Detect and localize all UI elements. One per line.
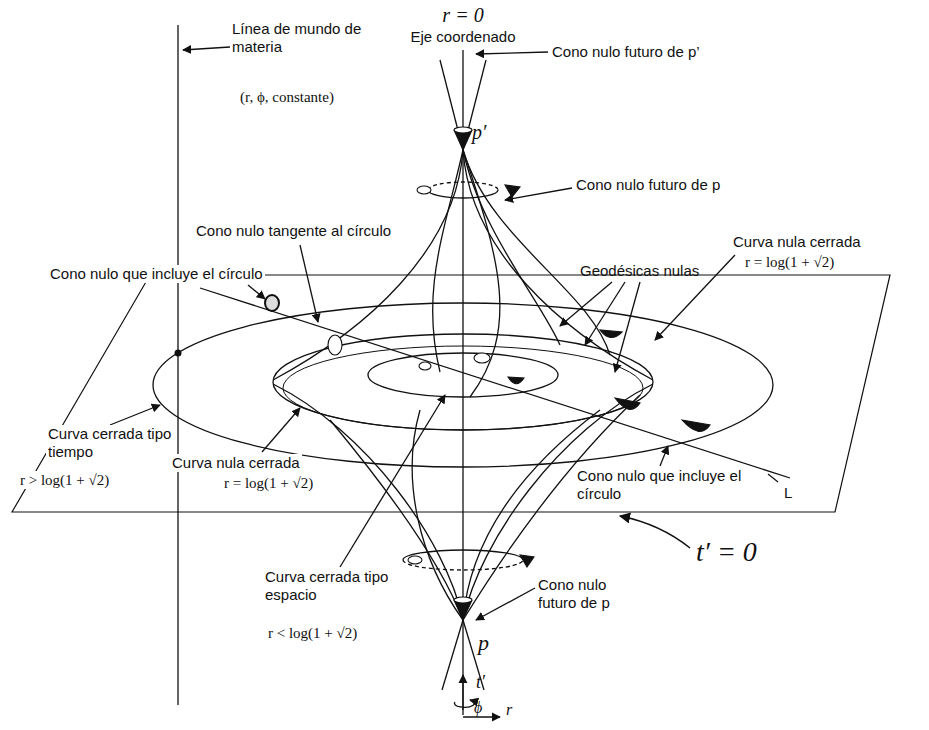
curve-label: Curva nula cerrada <box>170 454 302 472</box>
line-label: L <box>784 484 792 502</box>
curve-label: r = log(1 + √2) <box>745 253 834 271</box>
axis-label: r = 0 <box>442 3 483 27</box>
curve-label: Curva cerrada tipo tiempo <box>46 425 175 461</box>
curve-label: Curva cerrada tipo espacio <box>265 568 435 604</box>
cone-label: Cono nulo tangente al círculo <box>196 222 391 240</box>
world-line-label: (r, ϕ, constante) <box>240 88 334 106</box>
cone-label: Cono nulo que incluye el círculo <box>48 265 265 283</box>
cone-label: Cono nulo futuro de p’ <box>552 43 700 61</box>
axis-label: ϕ <box>474 698 482 717</box>
curve-label: r = log(1 + √2) <box>222 474 315 492</box>
axis-label: Eje coordenado <box>410 28 515 46</box>
curve-label: r > log(1 + √2) <box>18 471 111 489</box>
axis-label: r <box>506 700 512 719</box>
cone-label: Cono nulo futuro de p <box>576 176 720 194</box>
cone-label: Cono nulo que incluye el círculo <box>575 467 754 503</box>
world-line-label: Línea de mundo de materia <box>232 20 362 56</box>
axis-label: t′ <box>476 672 485 694</box>
geodesic-label: Geodésicas nulas <box>580 262 699 280</box>
point-label: p <box>478 630 489 656</box>
cone-label: Cono nulo futuro de p <box>538 576 648 612</box>
plane-label: t′ = 0 <box>696 535 757 569</box>
point-label: p′ <box>472 120 486 144</box>
curve-label: Curva nula cerrada <box>733 233 861 251</box>
curve-label: r < log(1 + √2) <box>268 624 357 642</box>
